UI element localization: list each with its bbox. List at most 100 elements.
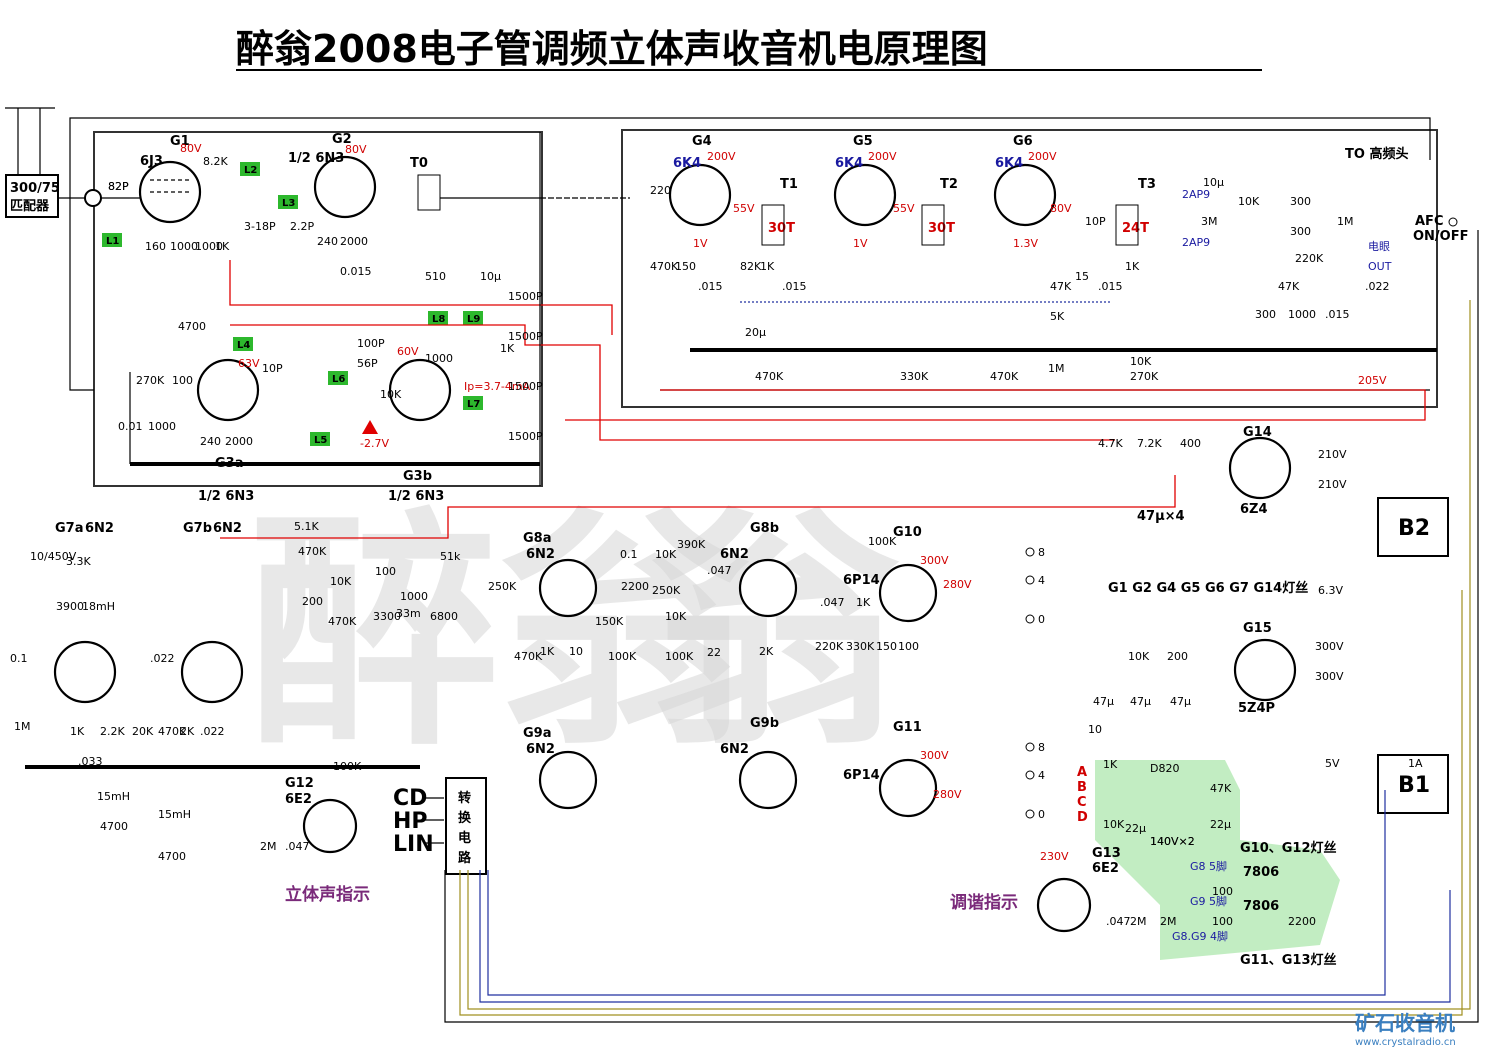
- component-value: 470K: [650, 260, 679, 273]
- component-value: 2200: [1288, 915, 1316, 928]
- component-value: 15: [1075, 270, 1089, 283]
- component-value: 200: [1167, 650, 1188, 663]
- component-value: 82K: [740, 260, 762, 273]
- tap-4-top: [1025, 575, 1035, 585]
- afc-switch: [1448, 217, 1458, 227]
- tube-g11-id: G11: [893, 720, 922, 735]
- component-value: 100: [172, 374, 193, 387]
- tube-g3a-type: 1/2 6N3: [198, 489, 254, 504]
- component-value: 2M: [1160, 915, 1177, 928]
- matcher-block: [5, 174, 59, 218]
- component-value: 100P: [357, 337, 385, 350]
- component-value: 10: [569, 645, 583, 658]
- tap-8-bottom: [1025, 742, 1035, 752]
- tube-g4-id: G4: [692, 134, 712, 149]
- input-cd: CD: [393, 786, 427, 811]
- if-b-plus-205: [565, 389, 1426, 421]
- component-value: 390K: [677, 538, 706, 551]
- component-value: 220K: [815, 640, 844, 653]
- label-c: C: [1077, 795, 1087, 810]
- component-value: 22μ: [1210, 818, 1231, 831]
- component-value: 1K: [540, 645, 555, 658]
- pin-label-g8: G8 5脚: [1190, 859, 1227, 873]
- component-value: 10K: [655, 548, 677, 561]
- power-xfmr-b2-label: B2: [1398, 516, 1430, 541]
- tube-g7a-type: 6N2: [85, 521, 114, 536]
- coil-tag-l2: [240, 162, 260, 176]
- tube-g2-type: 1/2 6N3: [288, 151, 344, 166]
- component-value: 270K: [136, 374, 165, 387]
- component-value: 10: [1088, 723, 1102, 736]
- tube-g3b-voltage: 60V: [397, 345, 419, 358]
- component-value: 1K: [215, 240, 230, 253]
- tube-g5-voltage: 200V: [868, 150, 897, 163]
- component-value: 240: [317, 235, 338, 248]
- component-value: 200: [302, 595, 323, 608]
- component-value: 5K: [1050, 310, 1065, 323]
- tap-4-bottom: [1025, 770, 1035, 780]
- tube-g11-v280: 280V: [933, 788, 962, 801]
- component-value: 100: [898, 640, 919, 653]
- component-value: 1M: [14, 720, 31, 733]
- component-value: 470K: [158, 725, 187, 738]
- footer-url: www.crystalradio.cn: [1355, 1037, 1456, 1048]
- fuse-label: 1A: [1408, 757, 1423, 770]
- transformer-t2: T2: [940, 177, 958, 192]
- cable-yellow-2: [467, 300, 1471, 1010]
- component-value: 1K: [500, 342, 515, 355]
- component-value: 470K: [514, 650, 543, 663]
- component-value: 10K: [380, 388, 402, 401]
- tube-g2-id: G2: [332, 132, 352, 147]
- tube-g6-id: G6: [1013, 134, 1033, 149]
- component-value: 8.2K: [203, 155, 228, 168]
- tube-g8b-id: G8b: [750, 521, 779, 536]
- t3-turns: 24T: [1122, 221, 1149, 236]
- rf-frontend-box: [93, 131, 543, 487]
- input-hp: HP: [393, 809, 428, 834]
- speaker-taps-top: 8 4 0: [1025, 546, 1045, 626]
- component-value: 82P: [108, 180, 129, 193]
- component-value: 100K: [333, 760, 362, 773]
- tube-g9a-type: 6N2: [526, 742, 555, 757]
- tube-g3a-voltage: 63V: [238, 357, 260, 370]
- component-value: 250K: [652, 584, 681, 597]
- switch-char-2: 换: [458, 810, 472, 826]
- component-value: 1500P: [508, 290, 543, 303]
- component-value: 1K: [1103, 758, 1118, 771]
- tube-g7b: [180, 640, 244, 704]
- cap-140v: 140V×2: [1150, 835, 1195, 848]
- component-value: 220: [650, 184, 671, 197]
- component-value: 240: [200, 435, 221, 448]
- watermark-text-right: 翁: [650, 488, 900, 779]
- out-label: OUT: [1368, 260, 1392, 273]
- component-value: 140V×2: [1150, 835, 1195, 848]
- component-value: 10K: [1103, 818, 1125, 831]
- component-value: 5.1K: [294, 520, 319, 533]
- coil-tag-l9-text: L9: [467, 314, 480, 325]
- component-value: 270K: [1130, 370, 1159, 383]
- filter-caps-label: 47μ×4: [1137, 509, 1185, 524]
- component-value: 3.3K: [66, 555, 91, 568]
- coil-tag-l4-text: L4: [237, 340, 250, 351]
- tap-4-bottom-label: 4: [1038, 769, 1045, 782]
- tap-8-bottom-label: 8: [1038, 741, 1045, 754]
- tube-g11-voltage: 300V: [920, 749, 949, 762]
- tube-g9b: [738, 750, 798, 810]
- component-value: 1500P: [508, 330, 543, 343]
- ip-note: Ip=3.7-4mA: [464, 380, 531, 393]
- component-value: 2M: [1130, 915, 1147, 928]
- component-value: 4700: [158, 850, 186, 863]
- component-value: 150K: [595, 615, 624, 628]
- component-value: 1500P: [508, 380, 543, 393]
- transformer-t1: T1: [780, 177, 798, 192]
- coil-tag-l6-text: L6: [332, 374, 345, 385]
- component-value: 330K: [846, 640, 875, 653]
- switch-block: [445, 777, 487, 875]
- component-value: 470K: [298, 545, 327, 558]
- cable-black-1: [444, 230, 1479, 1023]
- component-value: 51k: [440, 550, 461, 563]
- component-value: .015: [1325, 308, 1350, 321]
